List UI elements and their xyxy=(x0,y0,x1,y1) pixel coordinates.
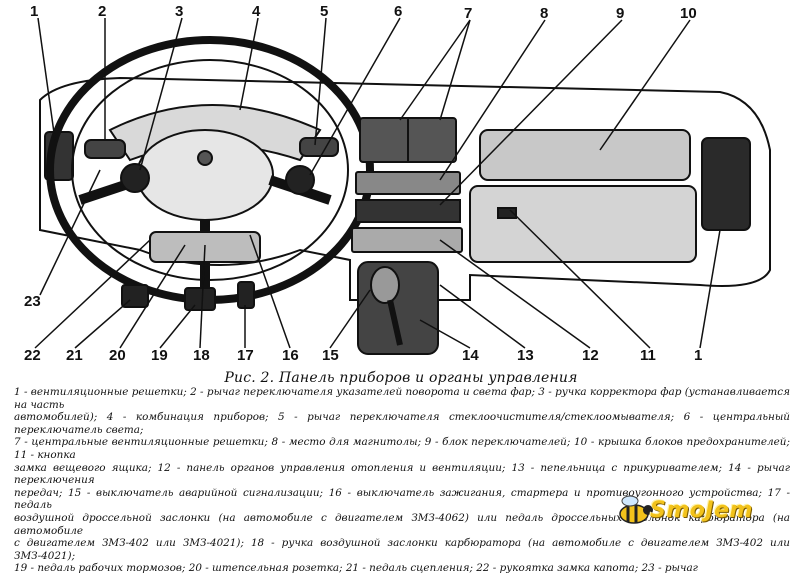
callout-23: 23 xyxy=(24,293,41,310)
callout-20: 20 xyxy=(109,347,126,364)
callout-21: 21 xyxy=(66,347,83,364)
callout-6: 6 xyxy=(394,3,403,20)
callout-17: 17 xyxy=(237,347,254,364)
callout-1-top: 1 xyxy=(30,3,39,20)
legend-line: с двигателем ЗМЗ-402 или ЗМЗ-4021); 18 -… xyxy=(14,537,790,562)
dashboard-outline xyxy=(39,76,771,301)
legend-line: 7 - центральные вентиляционные решетки; … xyxy=(14,436,790,461)
callout-1-bottom: 1 xyxy=(694,347,703,364)
right-vent xyxy=(701,137,751,231)
figure-caption: Рис. 2. Панель приборов и органы управле… xyxy=(224,370,578,386)
watermark-text: SmoJem xyxy=(650,498,753,523)
figure-legend: 1 - вентиляционные решетки; 2 - рычаг пе… xyxy=(14,386,790,575)
steering-hub xyxy=(136,129,274,221)
callout-16: 16 xyxy=(282,347,299,364)
legend-line: 1 - вентиляционные решетки; 2 - рычаг пе… xyxy=(14,386,790,411)
callout-18: 18 xyxy=(193,347,210,364)
bee-logo-icon xyxy=(619,495,653,524)
legend-line: передач; 15 - выключатель аварийной сигн… xyxy=(14,486,790,512)
callout-12: 12 xyxy=(582,347,599,364)
callout-14: 14 xyxy=(462,347,479,364)
callout-4: 4 xyxy=(252,3,261,20)
glovebox xyxy=(469,185,697,263)
callout-3: 3 xyxy=(175,3,184,20)
legend-line: автомобилей); 4 - комбинация приборов; 5… xyxy=(14,411,790,436)
radio-slot xyxy=(355,171,461,195)
callout-7: 7 xyxy=(464,5,473,22)
gear-knob xyxy=(370,266,400,304)
callout-11: 11 xyxy=(640,347,656,364)
callout-13: 13 xyxy=(517,347,534,364)
callout-22: 22 xyxy=(24,347,41,364)
callout-2: 2 xyxy=(98,3,107,20)
switch-block xyxy=(355,199,461,223)
callout-10: 10 xyxy=(680,5,697,22)
heater-panel xyxy=(351,227,463,253)
dashboard-illustration xyxy=(34,17,771,355)
legend-line: замка вещевого ящика; 12 - панель органо… xyxy=(14,461,790,487)
callout-19: 19 xyxy=(151,347,168,364)
callout-9: 9 xyxy=(616,5,625,22)
callout-5: 5 xyxy=(320,3,329,20)
callout-15: 15 xyxy=(322,347,339,364)
callout-8: 8 xyxy=(540,5,549,22)
brake-pedal xyxy=(184,287,216,311)
fuse-cover xyxy=(479,129,691,181)
throttle-pedal xyxy=(237,281,255,309)
legend-line: 19 - педаль рабочих тормозов; 20 - штепс… xyxy=(14,562,698,575)
